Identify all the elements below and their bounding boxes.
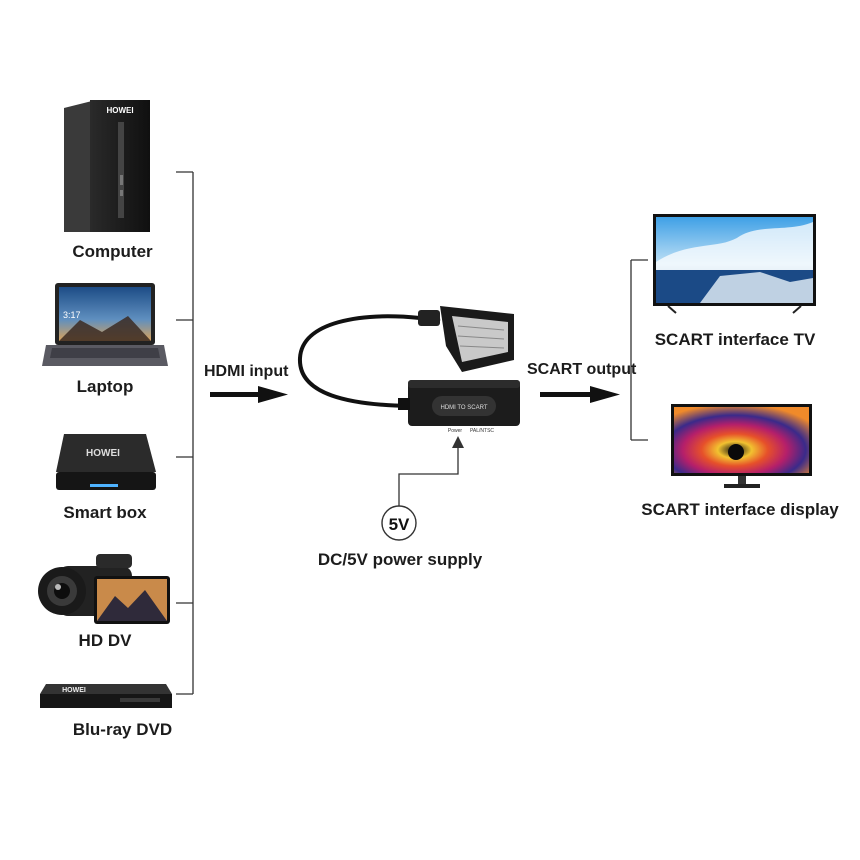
label-laptop: Laptop (76, 377, 134, 396)
computer-image: HOWEI (64, 100, 150, 232)
source-bracket (176, 171, 194, 695)
output-bracket (630, 259, 648, 441)
label-computer: Computer (72, 242, 153, 261)
label-bluray-dvd: Blu-ray DVD (72, 720, 173, 739)
port-switch-label: PAL/NTSC (470, 428, 494, 434)
scart-output-arrow (540, 386, 620, 403)
smart-box-brand: HOWEI (86, 448, 120, 459)
converter-device: HDMI TO SCART Power PAL/NTSC (297, 306, 520, 434)
label-scart-tv: SCART interface TV (654, 330, 816, 349)
label-hdmi-input: HDMI input (204, 363, 289, 380)
label-scart-display: SCART interface display (641, 500, 839, 519)
computer-brand: HOWEI (106, 106, 133, 115)
power-badge: 5V (381, 505, 417, 541)
laptop-screen-time: 3:17 (63, 310, 81, 320)
hdmi-input-arrow (210, 386, 288, 403)
label-smart-box: Smart box (63, 503, 147, 522)
power-badge-text: 5V (389, 515, 410, 534)
converter-text: HDMI TO SCART (440, 405, 487, 411)
port-power-label: Power (448, 428, 463, 434)
camcorder-image (38, 554, 170, 624)
label-hd-dv: HD DV (78, 631, 132, 650)
tv-image (653, 214, 816, 314)
label-scart-output: SCART output (527, 361, 637, 378)
bluray-player-image: HOWEI (40, 684, 172, 708)
power-line (398, 436, 464, 510)
smart-box-image: HOWEI (56, 434, 156, 490)
laptop-image: 3:17 (42, 283, 168, 366)
bluray-brand: HOWEI (62, 687, 86, 694)
display-image (671, 404, 812, 488)
label-power-supply: DC/5V power supply (317, 550, 483, 569)
